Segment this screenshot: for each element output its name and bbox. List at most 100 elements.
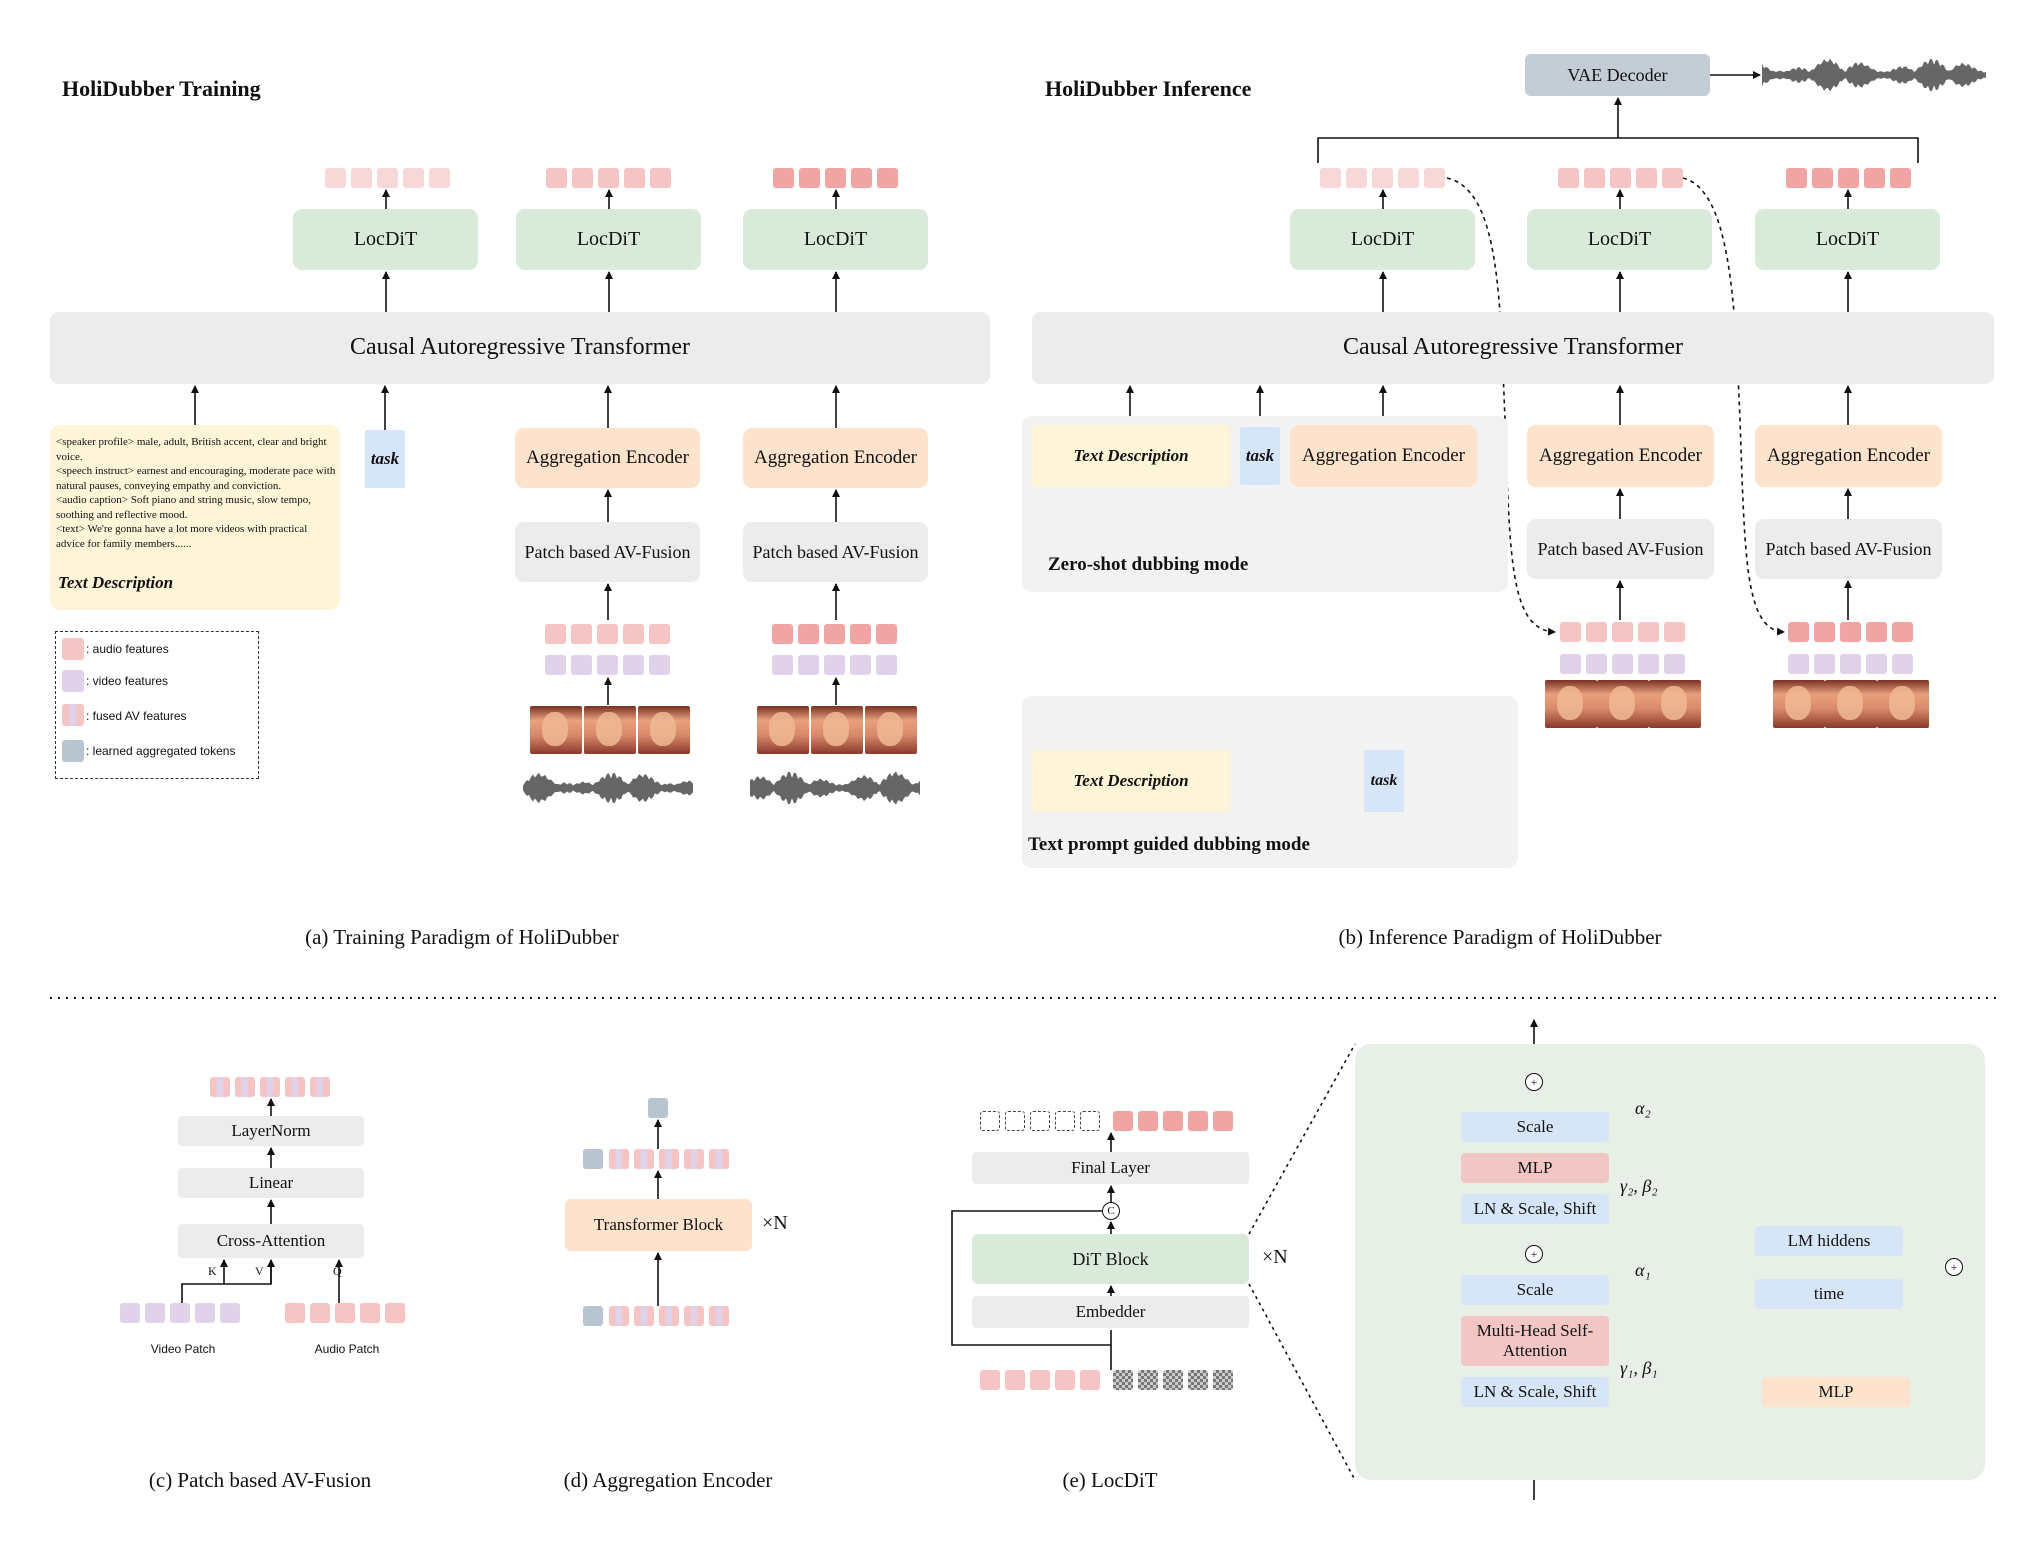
audio-token — [623, 624, 644, 644]
video-token — [1892, 654, 1913, 674]
learned-token — [648, 1098, 668, 1118]
video-token — [195, 1303, 215, 1323]
audio-token — [1814, 622, 1835, 642]
time-box: time — [1755, 1279, 1903, 1309]
task-token-text-prompt: task — [1364, 750, 1404, 812]
face-frame — [638, 706, 690, 754]
audio-token — [1030, 1370, 1050, 1390]
gamma1-beta1-label: γ₁, β₁ — [1620, 1358, 1658, 1378]
output-audio-token — [1838, 168, 1859, 188]
legend-fused-swatch — [62, 704, 84, 726]
mhsa-box: Multi-Head Self-Attention — [1461, 1316, 1609, 1366]
face-frame — [1773, 680, 1825, 728]
text-desc-line-2: <speech instruct> earnest and encouragin… — [56, 465, 336, 492]
ln-scale-shift-box-2: LN & Scale, Shift — [1461, 1194, 1609, 1224]
output-audio-token — [1558, 168, 1579, 188]
audio-token — [1892, 622, 1913, 642]
audio-token — [772, 624, 793, 644]
audio-token — [597, 624, 618, 644]
audio-token — [1638, 622, 1659, 642]
face-frame — [530, 706, 582, 754]
face-frame — [1597, 680, 1649, 728]
output-audio-token — [429, 168, 450, 188]
output-audio-token — [1890, 168, 1911, 188]
ln-scale-shift-box-1: LN & Scale, Shift — [1461, 1377, 1609, 1407]
audio-token — [571, 624, 592, 644]
fused-token — [634, 1306, 654, 1326]
audio-token — [1612, 622, 1633, 642]
audio-token — [545, 624, 566, 644]
output-audio-token — [1213, 1111, 1233, 1131]
noise-token — [1138, 1370, 1158, 1390]
output-audio-token — [851, 168, 872, 188]
audio-token — [1560, 622, 1581, 642]
fused-token — [659, 1149, 679, 1169]
causal-transformer-training: Causal Autoregressive Transformer — [50, 312, 990, 384]
audio-token — [850, 624, 871, 644]
caption-a: (a) Training Paradigm of HoliDubber — [305, 925, 619, 949]
video-token — [876, 655, 897, 675]
fused-token — [285, 1077, 305, 1097]
text-desc-line-3: <audio caption> Soft piano and string mu… — [56, 494, 311, 521]
v-label: V — [255, 1264, 264, 1278]
audio-token — [1840, 622, 1861, 642]
video-token — [1560, 654, 1581, 674]
noise-token — [1188, 1370, 1208, 1390]
aggregation-encoder-inference-2: Aggregation Encoder — [1527, 425, 1714, 487]
legend-learned-swatch — [62, 740, 84, 762]
video-token — [120, 1303, 140, 1323]
legend-audio: : audio features — [86, 642, 169, 656]
cond-add-node: + — [1945, 1258, 1963, 1276]
aggregation-encoder-zero-shot: Aggregation Encoder — [1290, 425, 1477, 487]
output-audio-token — [325, 168, 346, 188]
output-audio-token — [773, 168, 794, 188]
mlp-box-outer: MLP — [1762, 1377, 1910, 1407]
residual-add-node-1: + — [1525, 1245, 1543, 1263]
video-token — [1788, 654, 1809, 674]
video-token — [220, 1303, 240, 1323]
face-frame — [1545, 680, 1597, 728]
locdit-training-2: LocDiT — [516, 209, 701, 270]
training-title: HoliDubber Training — [62, 76, 261, 101]
video-token — [571, 655, 592, 675]
aggregation-encoder-inference-3: Aggregation Encoder — [1755, 425, 1942, 487]
video-token — [1814, 654, 1835, 674]
dit-block-box: DiT Block — [972, 1234, 1249, 1284]
audio-token — [649, 624, 670, 644]
scale-box-1: Scale — [1461, 1275, 1609, 1305]
video-token — [145, 1303, 165, 1323]
audio-token — [1005, 1370, 1025, 1390]
fused-token — [634, 1149, 654, 1169]
fused-token — [310, 1077, 330, 1097]
audio-token — [310, 1303, 330, 1323]
output-audio-token — [1398, 168, 1419, 188]
inference-title: HoliDubber Inference — [1045, 76, 1252, 101]
face-frame — [1649, 680, 1701, 728]
noise-token — [1113, 1370, 1133, 1390]
audio-token — [980, 1370, 1000, 1390]
scale-box-2: Scale — [1461, 1112, 1609, 1142]
gamma2-beta2-label: γ₂, β₂ — [1620, 1176, 1658, 1196]
locdit-inference-2: LocDiT — [1527, 209, 1712, 270]
waveform-training-1 — [523, 772, 693, 804]
output-audio-token — [1662, 168, 1683, 188]
video-token — [1840, 654, 1861, 674]
audio-token — [385, 1303, 405, 1323]
output-audio-token — [1188, 1111, 1208, 1131]
output-audio-token — [1163, 1111, 1183, 1131]
locdit-training-3: LocDiT — [743, 209, 928, 270]
output-audio-token — [1812, 168, 1833, 188]
audio-token — [1055, 1370, 1075, 1390]
output-audio-token — [1864, 168, 1885, 188]
patch-fusion-inference-2: Patch based AV-Fusion — [1527, 519, 1714, 579]
video-token — [1612, 654, 1633, 674]
fused-token — [709, 1306, 729, 1326]
video-token — [170, 1303, 190, 1323]
audio-token — [798, 624, 819, 644]
masked-token — [980, 1111, 1000, 1131]
fused-token — [260, 1077, 280, 1097]
fused-token — [609, 1149, 629, 1169]
q-label: Q — [333, 1264, 342, 1278]
caption-e: (e) LocDiT — [1062, 1468, 1158, 1492]
embedder-box: Embedder — [972, 1296, 1249, 1328]
